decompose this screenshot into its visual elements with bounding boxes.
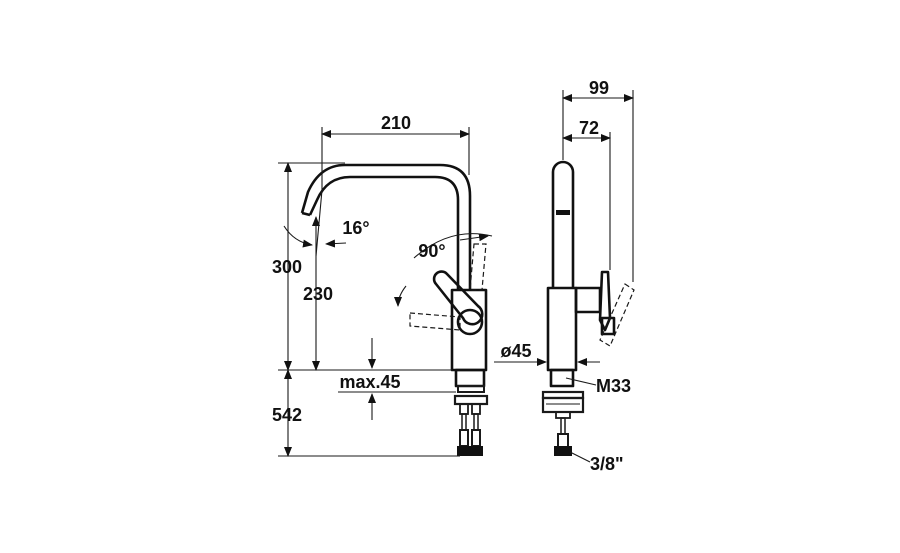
side-spout (551, 160, 575, 288)
dim-99: 99 (562, 78, 634, 282)
dim-99-label: 99 (589, 78, 609, 98)
dim-3-8-label: 3/8" (590, 454, 624, 474)
dim-300: 300 (272, 162, 452, 371)
angle-90: 90° (394, 233, 493, 307)
front-lever-alt-vertical (469, 243, 487, 291)
side-lever-housing (574, 286, 602, 314)
dim-542-label: 542 (272, 405, 302, 425)
side-lever-alt (599, 283, 635, 347)
dim-m33: M33 (565, 376, 631, 396)
dim-72: 72 (562, 118, 611, 270)
dim-210-label: 210 (381, 113, 411, 133)
dim-max-45: max.45 (338, 338, 456, 420)
dim-72-label: 72 (579, 118, 599, 138)
dim-210: 210 (321, 113, 470, 190)
front-lever-knob (456, 308, 484, 336)
side-mounting-hardware (541, 390, 585, 456)
front-view: 210 300 230 16° 90° (272, 113, 493, 457)
dim-max-45-label: max.45 (339, 372, 400, 392)
front-lever-alt-horizontal (409, 312, 461, 331)
dim-m33-label: M33 (596, 376, 631, 396)
dim-300-label: 300 (272, 257, 302, 277)
dim-3-8: 3/8" (569, 451, 624, 474)
front-base (454, 368, 486, 388)
dim-dia-45: ø45 (494, 341, 600, 366)
dim-230: 230 (303, 216, 333, 371)
dim-dia-45-label: ø45 (500, 341, 531, 361)
angle-16-label: 16° (342, 218, 369, 238)
angle-16: 16° (283, 189, 370, 257)
front-mounting-hardware (453, 385, 489, 456)
dim-230-label: 230 (303, 284, 333, 304)
side-lever (598, 270, 612, 332)
front-spout-tip (301, 211, 311, 217)
side-body (546, 286, 578, 372)
angle-90-label: 90° (418, 241, 445, 261)
side-view: 99 72 ø45 M33 3/8" (494, 78, 635, 474)
side-spout-outlet (556, 210, 570, 215)
dim-542: 542 (272, 369, 460, 457)
side-base (549, 368, 575, 388)
front-lever (432, 270, 484, 326)
